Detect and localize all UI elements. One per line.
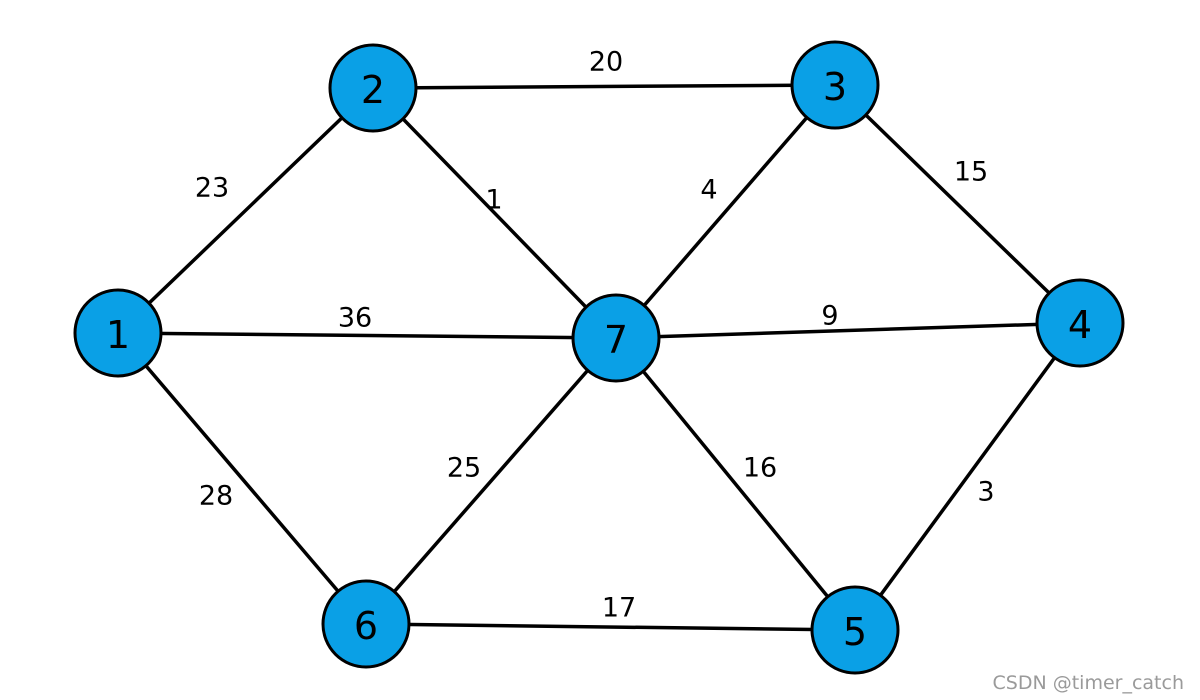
node-circle-3 <box>790 40 880 130</box>
edge-weight-3-7: 4 <box>700 175 717 206</box>
watermark: CSDN @timer_catch <box>992 672 1184 694</box>
edge-7-5 <box>614 336 857 632</box>
node-circle-2 <box>328 43 418 133</box>
edge-weight-1-7: 36 <box>338 303 372 334</box>
node-label-7: 7 <box>604 318 628 362</box>
edge-4-5 <box>853 321 1082 632</box>
edge-weight-1-6: 28 <box>199 481 233 512</box>
edge-2-3 <box>372 83 836 90</box>
edge-3-7 <box>614 83 837 340</box>
edge-weight-3-4: 15 <box>954 157 988 188</box>
node-circle-1 <box>73 288 163 378</box>
edge-2-7 <box>371 86 618 340</box>
node-circle-7 <box>571 293 661 383</box>
edge-7-4 <box>615 321 1081 340</box>
edge-weight-1-2: 23 <box>195 173 229 204</box>
node-2: 2 <box>328 43 418 133</box>
edge-weight-2-3: 20 <box>589 47 623 78</box>
edge-weight-2-7: 1 <box>485 185 502 216</box>
node-label-2: 2 <box>361 68 385 112</box>
edge-1-7 <box>117 331 617 340</box>
edge-3-4 <box>833 83 1082 325</box>
node-1: 1 <box>73 288 163 378</box>
node-circle-6 <box>321 579 411 669</box>
edge-6-5 <box>365 622 856 632</box>
edge-weight-7-4: 9 <box>821 301 838 332</box>
node-6: 6 <box>321 579 411 669</box>
node-3: 3 <box>790 40 880 130</box>
node-7: 7 <box>571 293 661 383</box>
node-4: 4 <box>1035 278 1125 368</box>
edge-1-2 <box>116 86 375 335</box>
node-label-5: 5 <box>843 610 867 654</box>
node-label-3: 3 <box>823 65 847 109</box>
edge-weight-7-6: 25 <box>447 453 481 484</box>
node-circle-4 <box>1035 278 1125 368</box>
node-label-4: 4 <box>1068 303 1092 347</box>
node-5: 5 <box>810 585 900 675</box>
edges-layer <box>116 83 1082 632</box>
node-circle-5 <box>810 585 900 675</box>
node-label-6: 6 <box>354 604 378 648</box>
edge-weight-7-5: 16 <box>743 453 777 484</box>
edge-7-6 <box>364 336 618 626</box>
node-label-1: 1 <box>106 313 130 357</box>
edge-weight-4-5: 3 <box>977 477 994 508</box>
edge-1-6 <box>116 331 368 626</box>
edge-weight-6-5: 17 <box>602 593 636 624</box>
